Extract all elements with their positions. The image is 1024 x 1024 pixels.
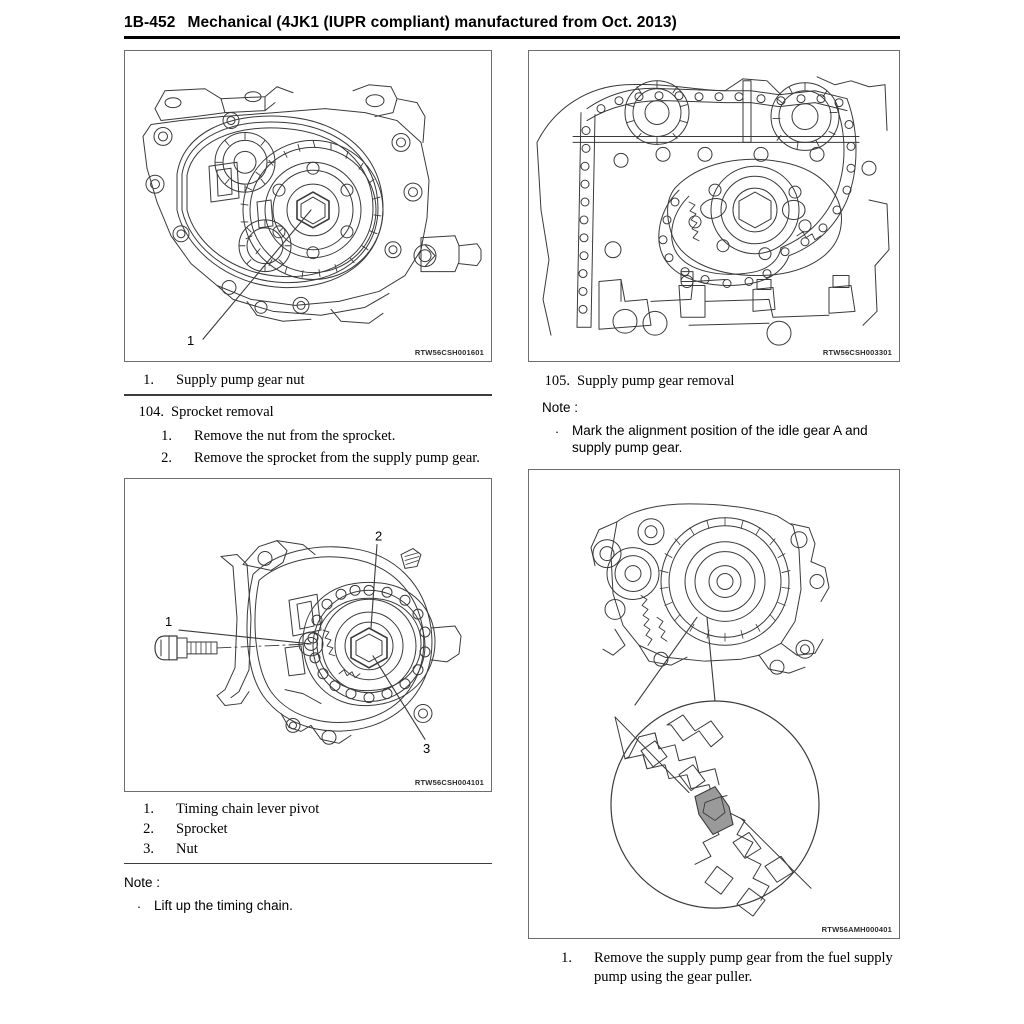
note-text: Lift up the timing chain.	[154, 898, 293, 914]
step-text: Remove the sprocket from the supply pump…	[194, 449, 480, 466]
note-title: Note :	[542, 400, 579, 415]
figure-2-code: RTW56CSH003301	[822, 348, 892, 357]
figure-3-callout-2: 2	[375, 528, 382, 543]
step-number: 2.	[161, 449, 172, 466]
caption-number: 1.	[143, 800, 154, 817]
section-title: Sprocket removal	[171, 403, 274, 420]
right-column: RTW56CSH003301 105. Supply pump gear rem…	[528, 50, 900, 987]
note-title: Note :	[124, 875, 161, 891]
figure-4-gear-alignment-detail: RTW56AMH000401	[528, 469, 900, 939]
section-104-steps: 1. Remove the nut from the sprocket. 2. …	[124, 425, 492, 469]
figure-4-code: RTW56AMH000401	[821, 925, 892, 934]
figure-3-caption-list: 1. Timing chain lever pivot 2. Sprocket …	[124, 799, 492, 859]
caption-text: Sprocket	[176, 820, 228, 837]
caption-divider-1	[124, 394, 492, 396]
note-text: Mark the alignment position of the idle …	[572, 423, 868, 455]
left-note-block: Note : · Lift up the timing chain.	[124, 874, 492, 916]
step-number: 1.	[161, 427, 172, 444]
figure-3-sprocket-removal: 1 2 3 RTW56CSH004101	[124, 477, 492, 792]
figure-1-timing-gear-assembly: 1 RTW56CSH001601	[124, 50, 492, 362]
figure-1-code: RTW56CSH001601	[414, 348, 484, 357]
bullet-icon: ·	[136, 899, 142, 915]
note-item: · Lift up the timing chain.	[124, 897, 492, 916]
caption-divider-3	[124, 862, 492, 865]
header-title-line: 1B-452 Mechanical (4JK1 (IUPR compliant) …	[124, 14, 900, 32]
left-column: 1 RTW56CSH001601 1. Supply pump gear nut…	[124, 50, 492, 916]
figure-1-caption-list: 1. Supply pump gear nut	[124, 370, 492, 390]
step-text: Remove the supply pump gear from the fue…	[594, 950, 893, 985]
step-number: 1.	[561, 950, 572, 966]
section-title: Supply pump gear removal	[577, 373, 735, 389]
note-item: · Mark the alignment position of the idl…	[542, 422, 900, 456]
step-text: Remove the nut from the sprocket.	[194, 427, 396, 444]
section-number: 105.	[544, 373, 570, 389]
step-item: 1. Remove the nut from the sprocket.	[124, 425, 492, 447]
page-header: 1B-452 Mechanical (4JK1 (IUPR compliant) …	[124, 14, 900, 32]
section-number: 104.	[138, 403, 164, 420]
caption-item: 2. Sprocket	[124, 819, 492, 839]
bullet-icon: ·	[554, 424, 560, 439]
figure-3-code: RTW56CSH004101	[414, 777, 484, 787]
caption-number: 2.	[143, 820, 154, 837]
final-step: 1. Remove the supply pump gear from the …	[528, 949, 900, 987]
step-item: 2. Remove the sprocket from the supply p…	[124, 447, 492, 469]
figure-1-callout-1: 1	[187, 333, 194, 348]
section-104-heading: 104. Sprocket removal	[124, 403, 492, 422]
section-105-heading: 105. Supply pump gear removal	[528, 372, 900, 391]
right-note-block: Note : · Mark the alignment position of …	[542, 399, 900, 456]
header-divider	[124, 36, 900, 39]
caption-text: Supply pump gear nut	[176, 372, 305, 388]
caption-item: 3. Nut	[124, 839, 492, 859]
caption-text: Nut	[176, 840, 198, 857]
figure-1-linework: 1	[142, 84, 482, 348]
figure-3-callout-1: 1	[165, 614, 172, 629]
page-number: 1B-452	[124, 14, 176, 31]
caption-item: 1. Timing chain lever pivot	[124, 799, 492, 819]
figure-3-linework: 1 2 3	[154, 528, 462, 756]
caption-text: Timing chain lever pivot	[176, 800, 320, 817]
caption-number: 1.	[143, 372, 154, 388]
page-title: Mechanical (4JK1 (IUPR compliant) manufa…	[187, 14, 677, 31]
figure-4-linework	[590, 503, 830, 917]
figure-2-timing-chain-layout: RTW56CSH003301	[528, 50, 900, 362]
caption-number: 3.	[143, 840, 154, 857]
figure-2-linework	[536, 76, 890, 346]
figure-3-callout-3: 3	[423, 741, 430, 756]
alignment-mark-highlight	[694, 785, 734, 836]
caption-item: 1. Supply pump gear nut	[124, 370, 492, 390]
